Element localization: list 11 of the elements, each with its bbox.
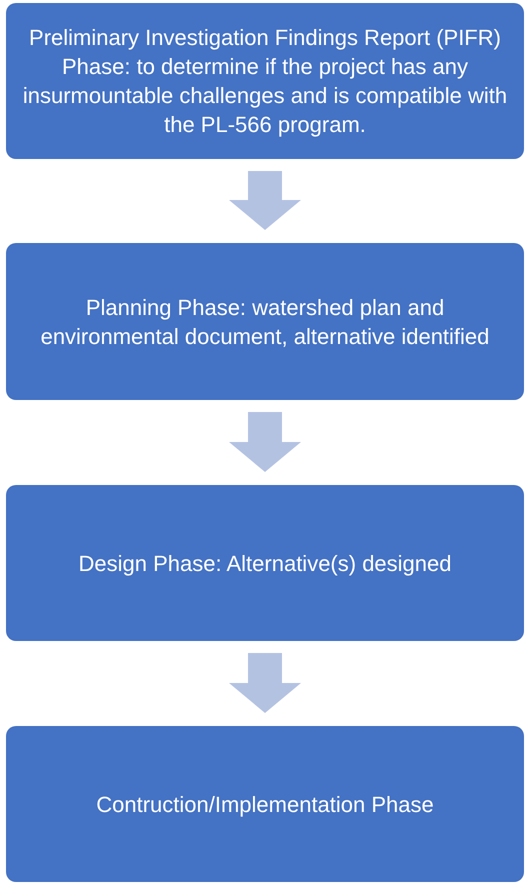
- box-text: Planning Phase: watershed plan and environmental document, alternative identified: [40, 294, 490, 350]
- box-text: Preliminary Investigation Findings Report (PIFR) Phase: to determine if the project has any insurmountable challenges and is compatible with the PL-566 program.: [22, 24, 508, 139]
- process-box: [6, 485, 524, 641]
- box-text: Contruction/Implementation Phase: [96, 790, 434, 818]
- process-box: [6, 726, 524, 882]
- process-box: [6, 3, 524, 159]
- process-box: [6, 243, 524, 400]
- box-text: Design Phase: Alternative(s) designed: [78, 550, 452, 578]
- block-arrow: [229, 412, 301, 472]
- block-arrow: [229, 653, 301, 713]
- block-arrow: [229, 171, 301, 230]
